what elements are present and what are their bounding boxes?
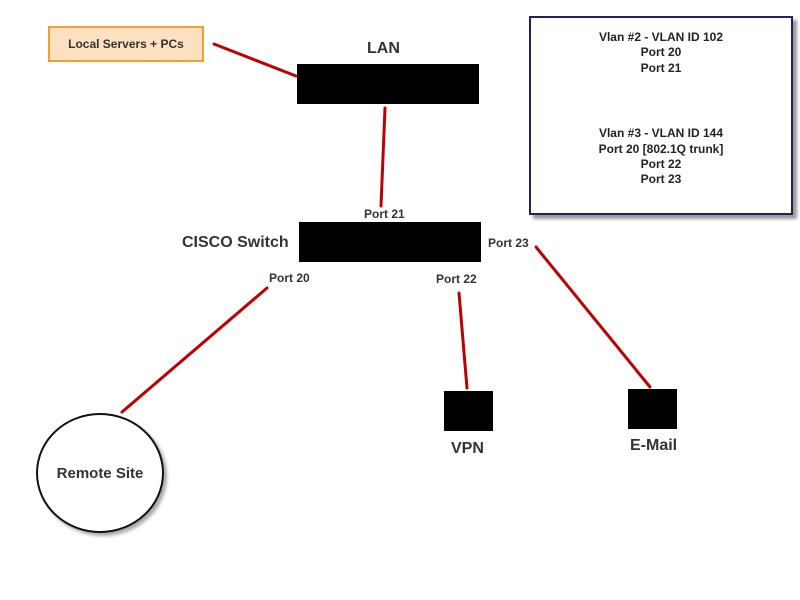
link-port23-to-email [534,245,652,389]
link-port20-to-remote-site [120,286,269,414]
link-port22-to-vpn [457,291,469,390]
vlan-info-box: Vlan #2 - VLAN ID 102 Port 20 Port 21 Vl… [529,16,793,215]
vlan2-title: Vlan #2 - VLAN ID 102 [598,30,724,44]
port-21-label: Port 21 [364,207,405,221]
vlan3-port-line: Port 20 [802.1Q trunk] [598,142,724,156]
local-servers-box: Local Servers + PCs [48,26,204,62]
lan-device [297,64,479,104]
vlan3-port-line: Port 23 [640,172,682,186]
remote-site-label: Remote Site [56,464,144,482]
email-device [628,389,677,429]
vpn-label: VPN [451,440,484,457]
link-local-to-lan [212,42,298,78]
port-22-label: Port 22 [436,272,477,286]
vlan2-port-line: Port 21 [640,61,682,75]
port-23-label: Port 23 [488,236,529,250]
vlan3-port-line: Port 22 [640,157,682,171]
switch-label: CISCO Switch [182,234,289,251]
vlan3-title: Vlan #3 - VLAN ID 144 [598,126,724,140]
email-label: E-Mail [630,437,678,454]
link-lan-to-switch [379,106,387,208]
lan-label: LAN [367,40,400,57]
vlan2-port-line: Port 20 [640,45,682,59]
port-20-label: Port 20 [269,271,310,285]
cisco-switch-device [299,222,481,262]
remote-site-node: Remote Site [36,413,164,533]
vpn-device [444,391,493,431]
local-servers-label: Local Servers + PCs [68,37,184,51]
